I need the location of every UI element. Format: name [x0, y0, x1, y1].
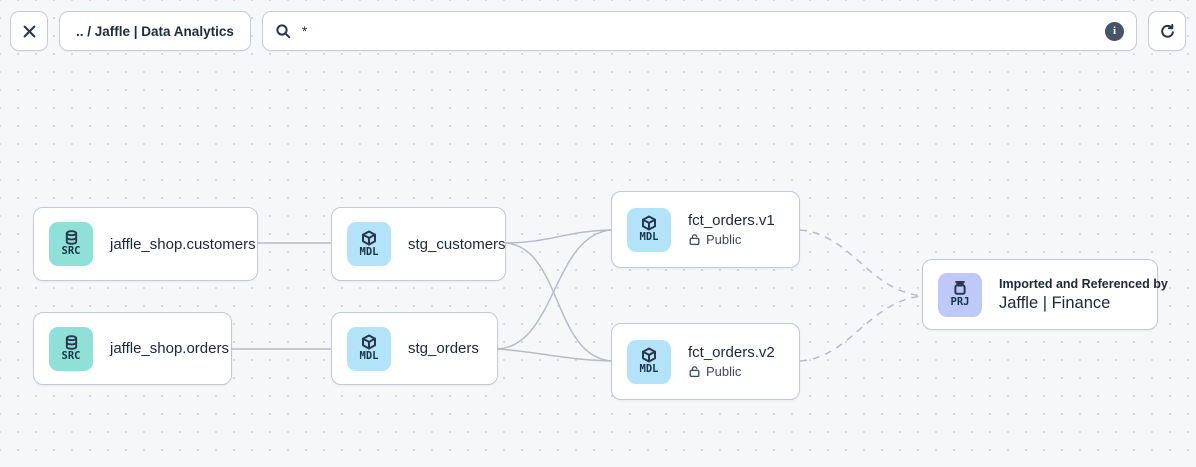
- node-title: jaffle_shop.customers: [110, 235, 256, 253]
- badge-label: SRC: [61, 349, 81, 362]
- node-stg-orders[interactable]: MDL stg_orders: [331, 312, 498, 385]
- edge-stgorders-v1: [497, 229, 612, 350]
- unlock-icon: [689, 234, 700, 246]
- badge-label: MDL: [639, 363, 659, 376]
- edge-stgcustomers-v2: [505, 242, 612, 362]
- node-title: fct_orders.v2: [688, 344, 775, 361]
- lineage-toolbar: .. / Jaffle | Data Analytics i: [0, 0, 1196, 62]
- search-icon: [276, 23, 291, 38]
- refresh-button[interactable]: [1148, 11, 1186, 51]
- node-jaffle-shop-orders[interactable]: SRC jaffle_shop.orders: [33, 312, 232, 385]
- access-label: Public: [706, 232, 742, 247]
- breadcrumb: .. / Jaffle | Data Analytics: [76, 23, 234, 39]
- badge-label: SRC: [61, 245, 81, 258]
- node-title: jaffle_shop.orders: [110, 340, 229, 357]
- access-label: Public: [706, 364, 742, 379]
- badge-label: PRJ: [950, 296, 970, 309]
- project-title: Jaffle | Finance: [999, 293, 1111, 312]
- node-fct-orders-v1[interactable]: MDL fct_orders.v1 Public: [611, 191, 800, 268]
- source-icon: SRC: [49, 222, 93, 266]
- node-project-jaffle-finance[interactable]: PRJ Imported and Referenced by Jaffle | …: [922, 259, 1168, 330]
- model-icon: MDL: [347, 222, 391, 266]
- badge-label: MDL: [639, 231, 659, 244]
- breadcrumb-button[interactable]: .. / Jaffle | Data Analytics: [59, 11, 251, 51]
- node-title: stg_customers: [408, 235, 506, 253]
- close-button[interactable]: [10, 11, 48, 51]
- model-icon: MDL: [347, 326, 391, 371]
- refresh-icon: [1160, 23, 1174, 38]
- search-box[interactable]: i: [261, 11, 1137, 51]
- edge-stgorders-v2: [497, 348, 612, 362]
- project-icon: PRJ: [938, 272, 982, 317]
- badge-label: MDL: [359, 350, 379, 363]
- edge-v1-project: [799, 229, 923, 297]
- project-caption: Imported and Referenced by: [999, 276, 1168, 291]
- search-input[interactable]: [301, 23, 1095, 39]
- unlock-icon: [689, 366, 700, 378]
- source-icon: SRC: [49, 326, 93, 371]
- node-title: stg_orders: [408, 340, 479, 357]
- node-stg-customers[interactable]: MDL stg_customers: [331, 207, 506, 281]
- close-icon: [23, 25, 35, 37]
- edge-v2-project: [799, 295, 923, 362]
- model-icon: MDL: [627, 339, 671, 384]
- info-icon[interactable]: i: [1105, 21, 1124, 41]
- node-fct-orders-v2[interactable]: MDL fct_orders.v2 Public: [611, 323, 800, 400]
- model-icon: MDL: [627, 207, 671, 252]
- node-jaffle-shop-customers[interactable]: SRC jaffle_shop.customers: [33, 207, 258, 281]
- badge-label: MDL: [359, 245, 379, 258]
- node-title: fct_orders.v1: [688, 212, 775, 229]
- edge-stgcustomers-v1: [505, 229, 612, 244]
